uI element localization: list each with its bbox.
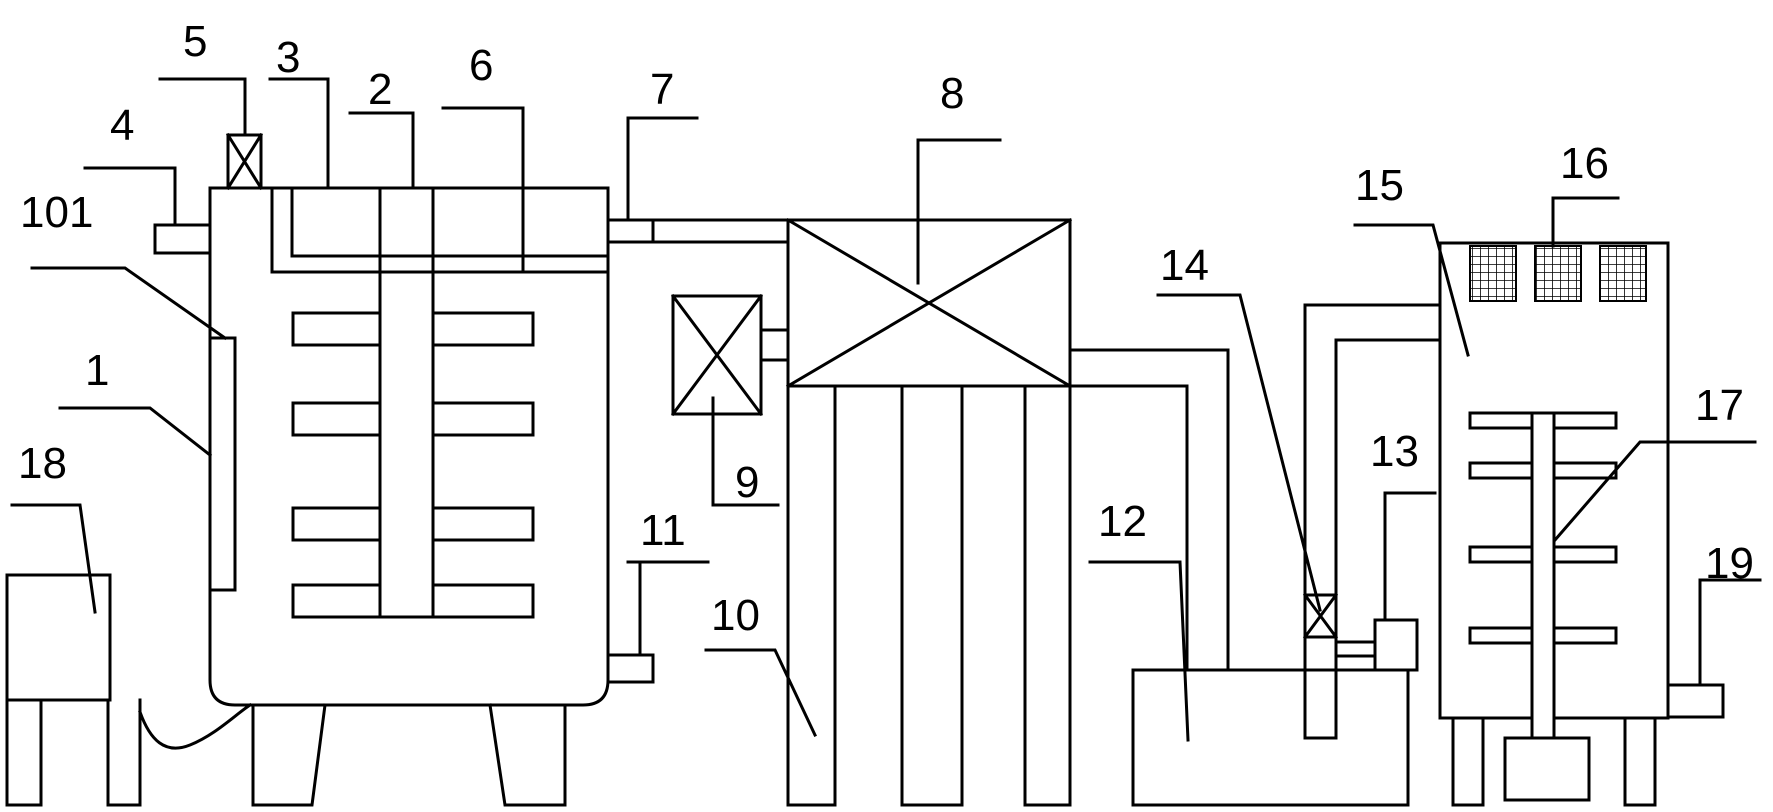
label-5: 5	[183, 17, 207, 66]
label-19: 19	[1705, 539, 1754, 588]
sight-glass-101	[208, 336, 237, 592]
filter-grids-16	[1469, 245, 1647, 302]
heat-exchanger-8	[785, 217, 1073, 389]
label-101: 101	[20, 188, 93, 237]
label-13: 13	[1370, 427, 1419, 476]
tank-top-frame	[270, 186, 610, 274]
outlet-port-7	[606, 218, 655, 244]
label-17: 17	[1695, 381, 1744, 430]
pipe-7-to-8	[651, 218, 790, 244]
leader-lines	[10, 77, 1762, 742]
outlet-port-19	[1666, 683, 1725, 719]
inlet-port-4	[153, 223, 212, 255]
label-18: 18	[18, 439, 67, 488]
label-3: 3	[276, 33, 300, 82]
agitator-17	[1468, 411, 1618, 802]
label-14: 14	[1160, 241, 1209, 290]
main-tank-1	[208, 186, 610, 807]
tray-12	[1131, 668, 1410, 807]
label-6: 6	[469, 41, 493, 90]
label-9: 9	[735, 458, 759, 507]
valve-14	[1302, 592, 1339, 640]
label-2: 2	[368, 65, 392, 114]
valve-5	[225, 132, 264, 191]
columns-10	[786, 348, 1230, 807]
unit-9	[670, 293, 790, 417]
label-16: 16	[1560, 139, 1609, 188]
label-1: 1	[85, 346, 109, 395]
outlet-port-11	[606, 653, 655, 684]
agitator-shaft	[378, 270, 435, 619]
component-18-box	[5, 573, 142, 807]
label-7: 7	[650, 65, 674, 114]
label-15: 15	[1355, 161, 1404, 210]
label-4: 4	[110, 101, 134, 150]
hose-18-to-tank	[138, 702, 253, 750]
label-12: 12	[1098, 497, 1147, 546]
agitator-blades	[291, 311, 535, 619]
pump-13	[1334, 618, 1419, 672]
riser-pipe	[1303, 303, 1442, 740]
label-8: 8	[940, 69, 964, 118]
label-11: 11	[640, 506, 686, 555]
label-10: 10	[711, 591, 760, 640]
